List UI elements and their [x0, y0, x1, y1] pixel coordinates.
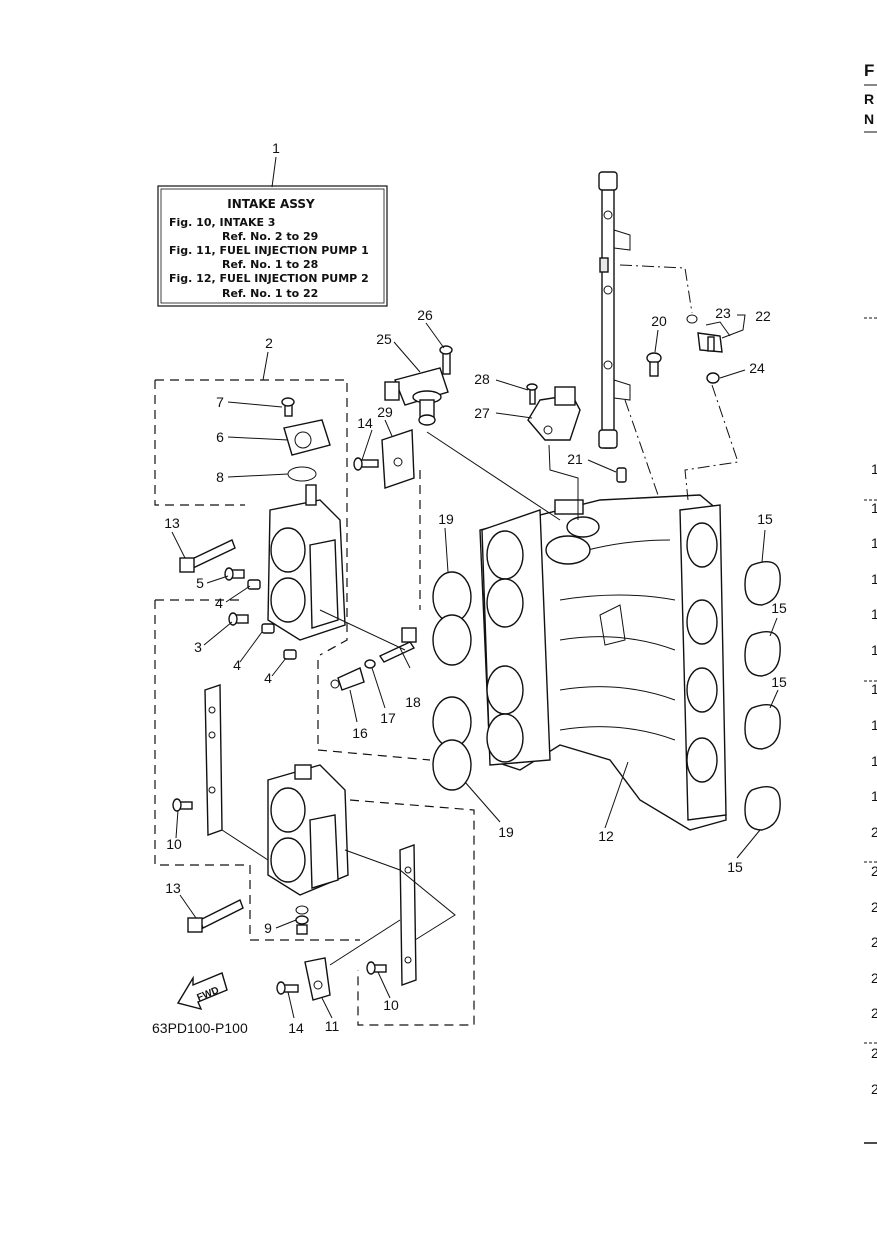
edge-char: 1	[871, 717, 877, 733]
callout-4: 4	[215, 595, 223, 611]
gaskets-19	[432, 571, 472, 791]
callout-22: 22	[755, 308, 771, 324]
edge-char: 2	[871, 934, 877, 950]
fuel-injector	[686, 314, 723, 384]
edge-char: 2	[871, 863, 877, 879]
info-box-title: INTAKE ASSY	[227, 197, 315, 211]
callout-27: 27	[474, 405, 490, 421]
callout-11: 11	[325, 1018, 340, 1034]
callout-12: 12	[598, 828, 614, 844]
callout-21: 21	[567, 451, 583, 467]
callout-7: 7	[216, 394, 224, 410]
bolt-13-lower	[187, 899, 244, 933]
callout-26: 26	[417, 307, 433, 323]
edge-char: N	[864, 111, 874, 127]
callout-3: 3	[194, 639, 202, 655]
callout-1: 1	[272, 140, 280, 156]
info-box-line: Fig. 12, FUEL INJECTION PUMP 2	[169, 272, 369, 285]
callout-5: 5	[196, 575, 204, 591]
info-box-line: Ref. No. 1 to 22	[222, 287, 318, 300]
diagram-code: 63PD100-P100	[152, 1020, 248, 1036]
bolt-13-upper	[179, 539, 236, 573]
edge-char: 1	[871, 535, 877, 551]
callout-19: 19	[498, 824, 514, 840]
intake-manifold	[479, 494, 727, 831]
info-box-line: Ref. No. 2 to 29	[222, 230, 318, 243]
edge-char: 1	[871, 753, 877, 769]
bracket-11	[276, 957, 331, 1001]
callout-24: 24	[749, 360, 765, 376]
info-box-line: Fig. 10, INTAKE 3	[169, 216, 275, 229]
edge-char: 1	[871, 500, 877, 516]
edge-char: 2	[871, 1045, 877, 1061]
info-box-line: Fig. 11, FUEL INJECTION PUMP 1	[169, 244, 369, 257]
callout-numbers: 1 2 7 6 8 13 5 4 3 4 4 26 25 29 14 28 27…	[164, 140, 787, 1036]
callout-29: 29	[377, 404, 393, 420]
upper-throttle-body	[224, 397, 346, 660]
pressure-sensor-25	[384, 345, 453, 426]
forward-direction-arrow: FWD	[176, 972, 228, 1011]
callout-9: 9	[264, 920, 272, 936]
lower-throttle-body	[267, 764, 349, 935]
edge-char: 1	[871, 788, 877, 804]
callout-6: 6	[216, 429, 224, 445]
edge-char: 1	[871, 571, 877, 587]
sensor-27	[526, 383, 581, 441]
callout-28: 28	[474, 371, 490, 387]
edge-char: 2	[871, 1005, 877, 1021]
edge-char: F	[864, 61, 874, 80]
callout-15: 15	[771, 674, 787, 690]
gaskets-15	[744, 561, 781, 831]
leader-lines	[171, 314, 779, 1019]
adjacent-page-edge: F R N 1 1 1 1 1 1 1 1 1 1 2 2 2 2 2 2 2 …	[864, 61, 877, 1144]
edge-char: R	[864, 91, 874, 107]
fitting-parts	[330, 627, 417, 691]
callout-8: 8	[216, 469, 224, 485]
callout-4: 4	[264, 670, 272, 686]
info-box-line: Ref. No. 1 to 28	[222, 258, 318, 271]
edge-char: 2	[871, 1081, 877, 1097]
edge-char: 2	[871, 970, 877, 986]
reference-info-box: INTAKE ASSY Fig. 10, INTAKE 3 Ref. No. 2…	[157, 185, 388, 307]
edge-char: 1	[871, 681, 877, 697]
callout-15: 15	[757, 511, 773, 527]
edge-char: 1	[871, 606, 877, 622]
callout-17: 17	[380, 710, 396, 726]
callout-15: 15	[771, 600, 787, 616]
plates-10	[172, 684, 417, 986]
dowel-21	[616, 467, 627, 483]
callout-15: 15	[727, 859, 743, 875]
callout-25: 25	[376, 331, 392, 347]
assembly-boundaries	[154, 379, 475, 1026]
callout-23: 23	[715, 305, 731, 321]
callout-14: 14	[357, 415, 373, 431]
callout-10: 10	[383, 997, 399, 1013]
callout-4: 4	[233, 657, 241, 673]
edge-char: 2	[871, 899, 877, 915]
bracket-29	[353, 429, 415, 489]
edge-char: 1	[871, 461, 877, 477]
callout-14: 14	[288, 1020, 304, 1036]
callout-13: 13	[164, 515, 180, 531]
callout-19: 19	[438, 511, 454, 527]
edge-char: 1	[871, 642, 877, 658]
bolt-20	[646, 352, 662, 377]
callout-16: 16	[352, 725, 368, 741]
callout-10: 10	[166, 836, 182, 852]
edge-char: 2	[871, 824, 877, 840]
callout-20: 20	[651, 313, 667, 329]
callout-18: 18	[405, 694, 421, 710]
callout-13: 13	[165, 880, 181, 896]
callout-2: 2	[265, 335, 273, 351]
fuel-rail	[598, 171, 631, 449]
